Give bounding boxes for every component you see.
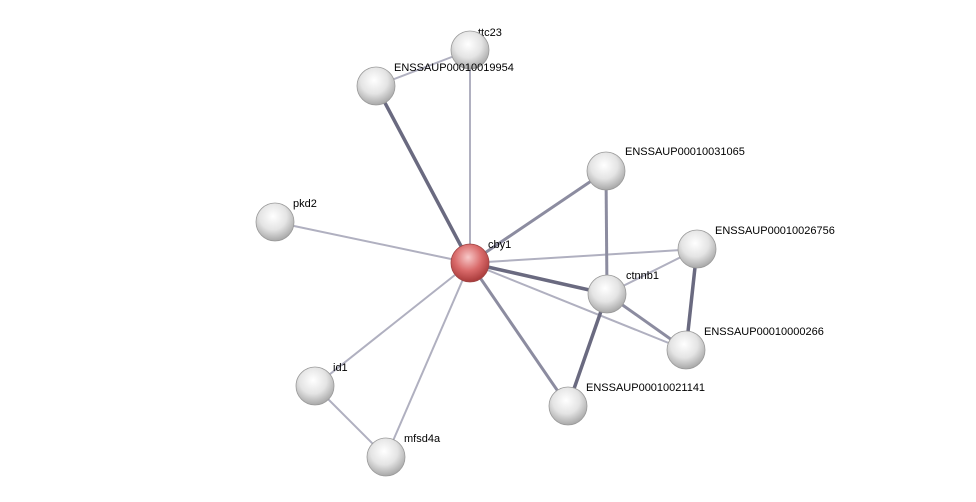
node-e000266[interactable]: ENSSAUP00010000266 <box>666 326 824 370</box>
node-id1[interactable]: id1 <box>295 362 348 406</box>
node-sphere[interactable] <box>450 30 490 70</box>
edge-cby1-e031065[interactable] <box>469 169 607 265</box>
node-sphere[interactable] <box>677 229 717 269</box>
node-label: ENSSAUP00010000266 <box>704 326 824 338</box>
node-sphere[interactable] <box>586 151 626 191</box>
node-sphere[interactable] <box>666 330 706 370</box>
node-pkd2[interactable]: pkd2 <box>255 198 317 242</box>
edge-cby1-ctnnb1[interactable] <box>469 261 608 296</box>
node-sphere[interactable] <box>366 437 406 477</box>
node-e019954[interactable]: ENSSAUP00010019954 <box>356 62 514 106</box>
edge-cby1-e019954[interactable] <box>374 85 472 264</box>
node-label: ENSSAUP00010021141 <box>586 382 705 394</box>
edge-cby1-pkd2[interactable] <box>274 221 471 264</box>
node-sphere[interactable] <box>255 202 295 242</box>
node-label: ENSSAUP00010026756 <box>715 225 835 237</box>
node-label: pkd2 <box>293 198 317 210</box>
node-e031065[interactable]: ENSSAUP00010031065 <box>586 146 745 191</box>
node-label: id1 <box>333 362 348 374</box>
edge-e031065-ctnnb1[interactable] <box>604 170 609 295</box>
node-label: ctnnb1 <box>626 270 659 282</box>
node-mfsd4a[interactable]: mfsd4a <box>366 433 441 477</box>
node-ttc23[interactable]: ttc23 <box>450 27 502 70</box>
node-label: mfsd4a <box>404 433 441 445</box>
node-ctnnb1[interactable]: ctnnb1 <box>587 270 659 314</box>
node-sphere[interactable] <box>295 366 335 406</box>
edge-ctnnb1-e021141[interactable] <box>566 293 609 407</box>
node-cby1[interactable]: cby1 <box>450 239 511 283</box>
node-label: ttc23 <box>478 27 502 39</box>
edge-cby1-e000266[interactable] <box>469 262 687 351</box>
edge-cby1-mfsd4a[interactable] <box>385 262 471 458</box>
node-sphere[interactable] <box>450 243 490 283</box>
edge-cby1-e021141[interactable] <box>468 262 570 407</box>
node-label: ENSSAUP00010031065 <box>625 146 745 158</box>
node-sphere[interactable] <box>548 386 588 426</box>
node-e026756[interactable]: ENSSAUP00010026756 <box>677 225 835 269</box>
node-sphere[interactable] <box>356 66 396 106</box>
edge-cby1-id1[interactable] <box>314 262 471 387</box>
node-label: ENSSAUP00010019954 <box>394 62 514 74</box>
node-label: cby1 <box>488 239 511 251</box>
edge-cby1-e026756[interactable] <box>469 248 698 264</box>
node-sphere[interactable] <box>587 274 627 314</box>
node-e021141[interactable]: ENSSAUP00010021141 <box>548 382 705 426</box>
